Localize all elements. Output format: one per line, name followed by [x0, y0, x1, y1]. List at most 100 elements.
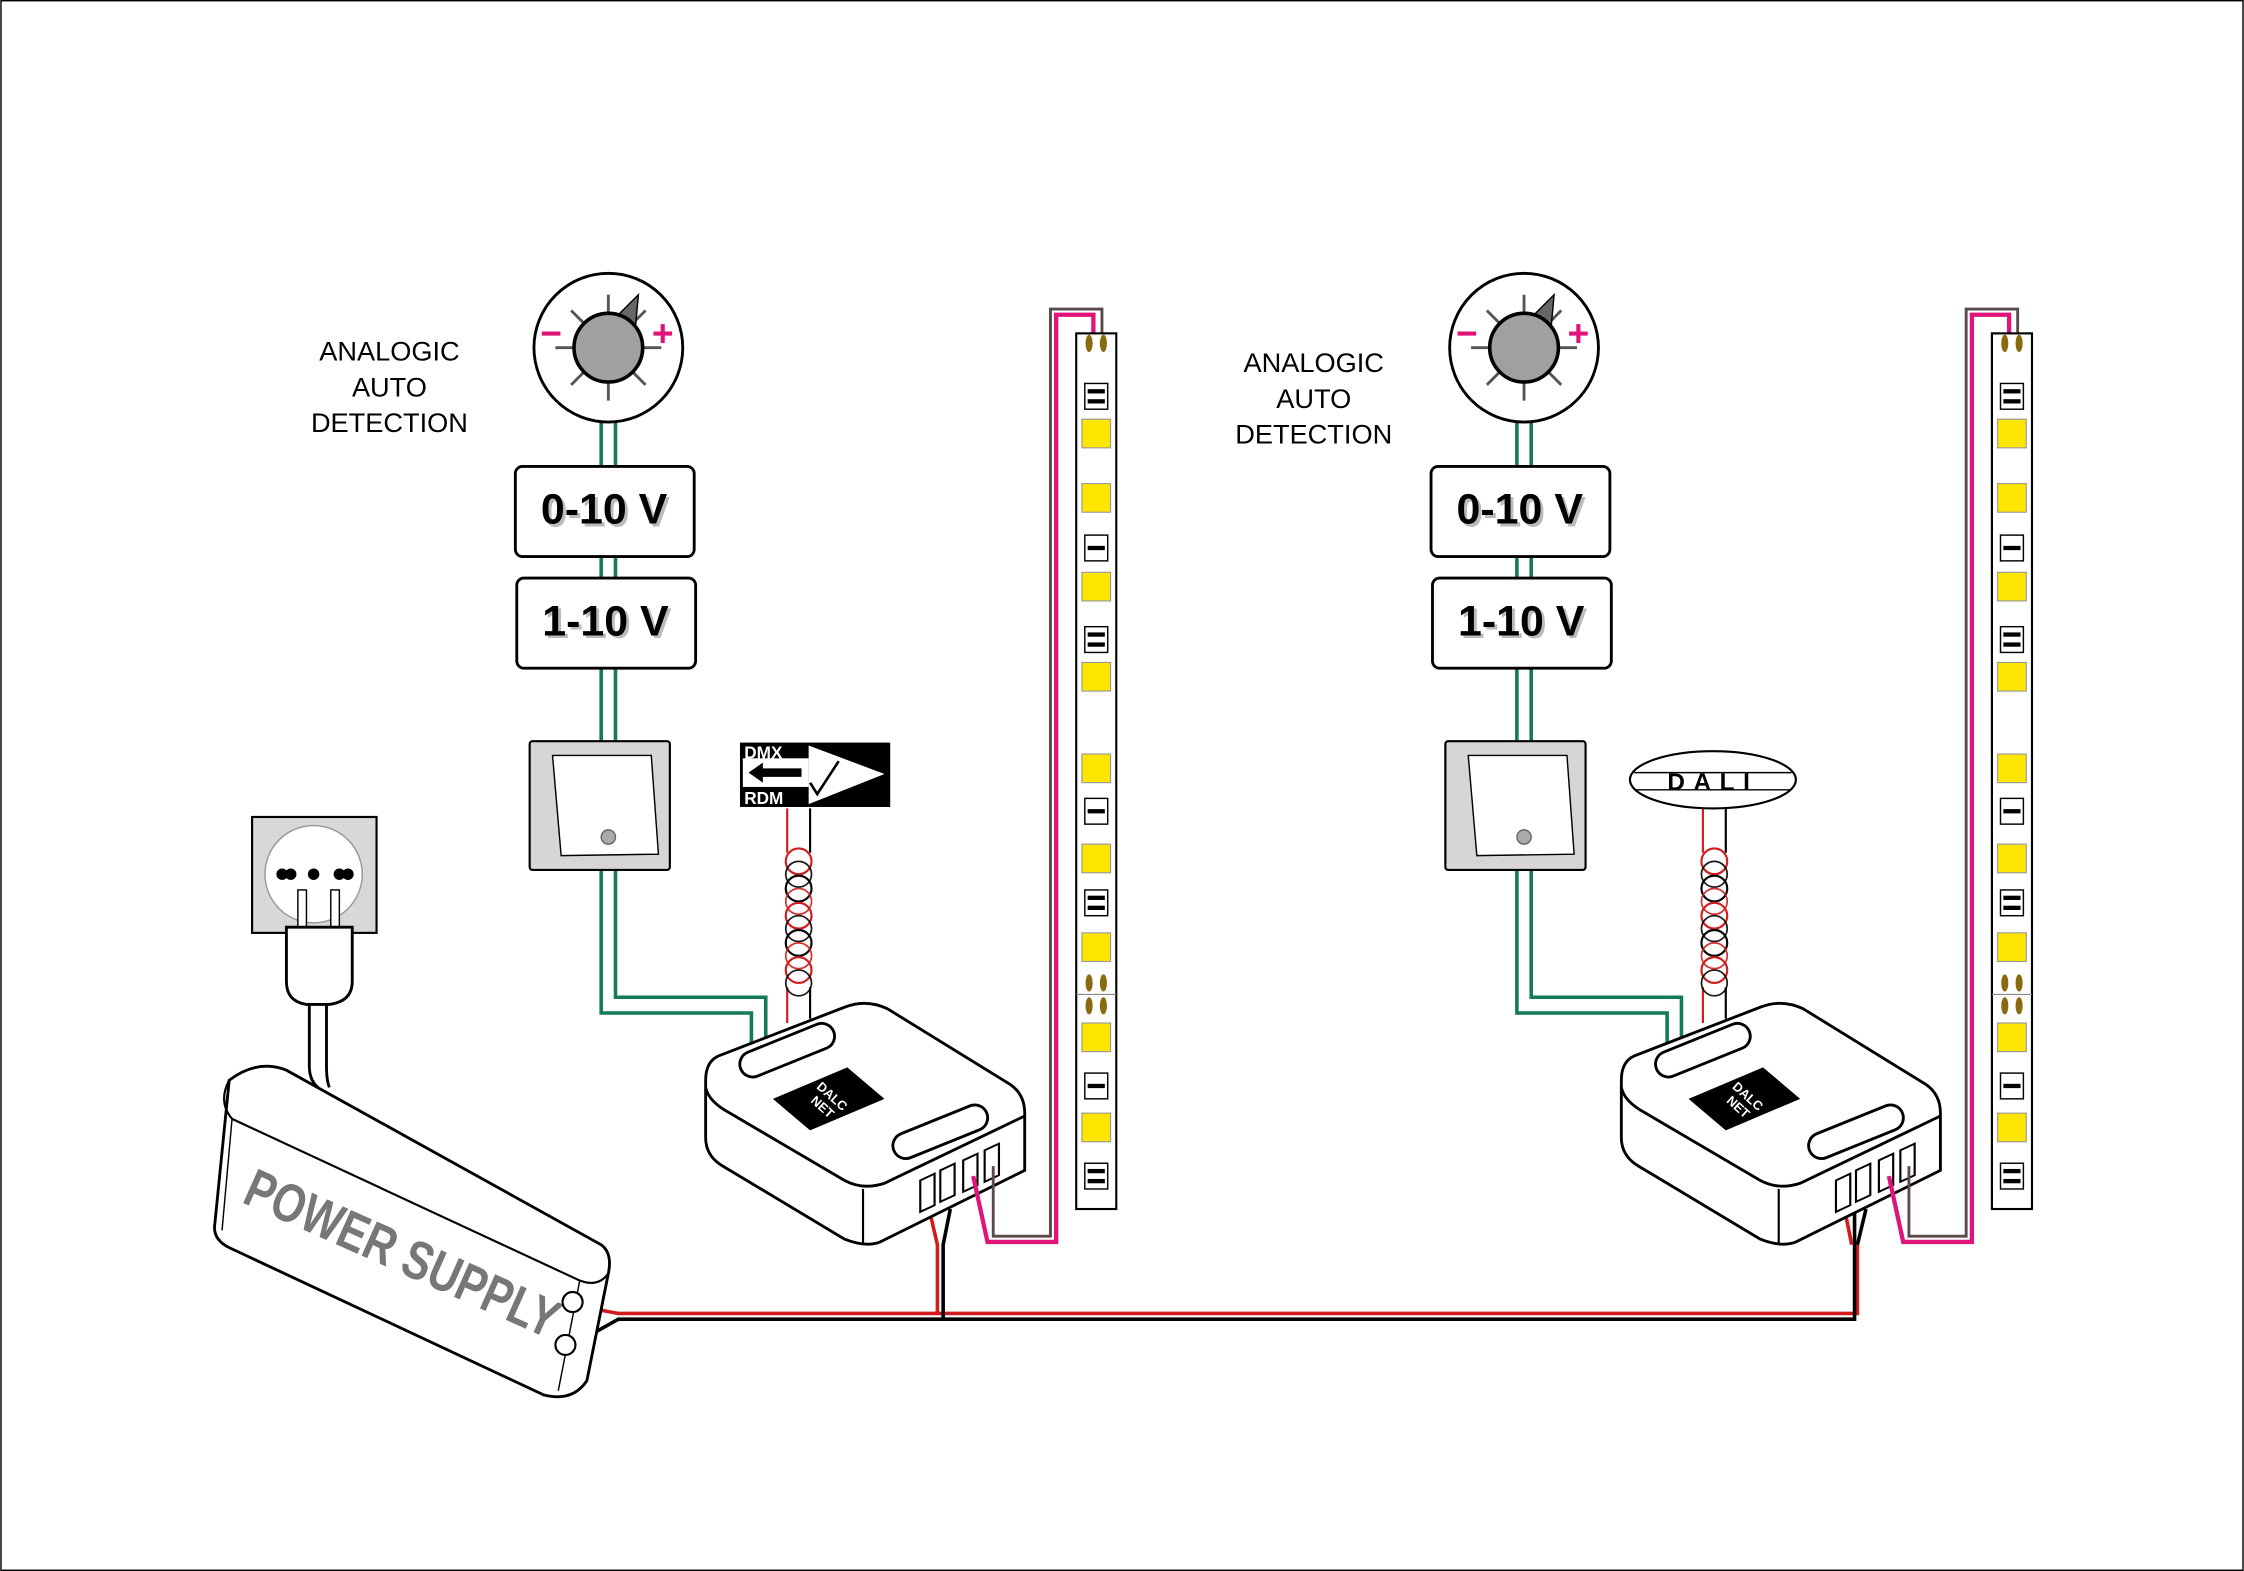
resistor: [1999, 889, 2025, 917]
label-line: ANALOGIC: [1244, 347, 1384, 378]
solder-pad: [2001, 974, 2009, 992]
solder-pad: [2015, 974, 2023, 992]
led-chip: [1081, 418, 1112, 449]
signal-box-0-10v: 0-10 V 0-10 V: [1429, 465, 1612, 559]
led-chip: [1081, 571, 1112, 602]
knob: [572, 311, 645, 384]
label-line: AUTO: [352, 371, 427, 402]
push-switch: [528, 740, 671, 871]
terminal-2: [939, 1162, 956, 1204]
signal-label: 0-10 V: [541, 486, 668, 534]
rdm-text: RDM: [744, 788, 783, 808]
knob: [1487, 311, 1561, 384]
signal-box-1-10v: 1-10 V 1-10 V: [1431, 576, 1613, 670]
led-chip: [1081, 843, 1112, 874]
label-line: DETECTION: [1235, 419, 1392, 450]
signal-label-shadow: 0-10 V: [544, 489, 671, 537]
solder-pad: [1085, 997, 1093, 1015]
terminal-1: [919, 1172, 936, 1214]
terminal-2: [1854, 1162, 1872, 1204]
solder-pad: [1099, 974, 1107, 992]
solder-pad: [2015, 334, 2023, 352]
analogic-auto-detection-label: ANALOGIC AUTO DETECTION: [1235, 347, 1392, 450]
led-chip: [1997, 1022, 2027, 1053]
label-line: DETECTION: [311, 407, 468, 438]
push-switch: [1444, 740, 1587, 871]
led-chip: [1081, 1022, 1112, 1053]
resistor: [1999, 382, 2025, 410]
led-chip: [1081, 932, 1112, 963]
bus-twisted-cable: [1700, 808, 1729, 1024]
dmx-rdm-logo: DMX RDM: [739, 742, 891, 808]
resistor: [1999, 625, 2025, 654]
signal-label: 1-10 V: [542, 597, 669, 645]
brand-plate: [1688, 1067, 1801, 1131]
minus-sign: −: [540, 312, 562, 354]
power-plug: [284, 889, 354, 1089]
ch2-negative-feed: [1855, 1208, 1868, 1246]
plus-sign: +: [652, 312, 674, 354]
led-chip: [1997, 1112, 2027, 1143]
resistor: [1084, 889, 1109, 917]
arrow-left-icon: [748, 762, 802, 783]
wall-socket: [251, 815, 378, 934]
solder-pad: [1099, 334, 1107, 352]
signal-box-0-10v: 0-10 V 0-10 V: [513, 465, 696, 559]
solder-pad: [1085, 334, 1093, 352]
led-positive-wire: [971, 312, 1096, 1245]
bus-twisted-cable: [784, 808, 813, 1024]
brand-plate: [772, 1067, 885, 1131]
signal-box-1-10v: 1-10 V 1-10 V: [515, 576, 698, 670]
solder-pad: [1085, 974, 1093, 992]
solder-pad: [2001, 997, 2009, 1015]
led-positive-wire: [1886, 312, 2012, 1245]
ch1-negative-feed: [941, 1208, 953, 1320]
led-negative-wire: [1907, 307, 2020, 1238]
label-line: AUTO: [1276, 383, 1351, 414]
led-chip: [1997, 932, 2027, 963]
led-negative-wire: [991, 307, 1104, 1238]
terminal-1: [1834, 1172, 1852, 1214]
label-line: ANALOGIC: [319, 336, 459, 367]
resistor: [1999, 1162, 2025, 1190]
resistor: [1084, 1162, 1109, 1190]
led-chip: [1081, 753, 1112, 784]
led-chip: [1081, 483, 1112, 513]
control-wire: [599, 422, 768, 1045]
led-chip: [1997, 753, 2027, 784]
dalcnet-controller: DALC NET: [1619, 1001, 1942, 1246]
ps-output-terminal-positive: [561, 1290, 584, 1314]
led-chip: [1997, 661, 2027, 692]
led-strip: [1990, 332, 2034, 1211]
signal-label-shadow: 1-10 V: [1461, 600, 1588, 648]
led-chip: [1081, 1112, 1112, 1143]
analogic-auto-detection-label: ANALOGIC AUTO DETECTION: [311, 336, 468, 439]
checkmark-icon: [808, 760, 840, 797]
potentiometer: −+: [532, 271, 685, 424]
control-wire: [1515, 422, 1684, 1045]
led-chip: [1997, 483, 2027, 513]
dalcnet-controller: DALC NET: [704, 1001, 1027, 1246]
resistor: [1084, 382, 1109, 410]
dali-text: DALI: [1667, 769, 1758, 796]
led-chip: [1997, 418, 2027, 449]
ps-output-terminal-negative: [554, 1333, 577, 1357]
solder-pad: [2015, 997, 2023, 1015]
potentiometer: −+: [1448, 271, 1600, 424]
led-chip: [1081, 661, 1112, 692]
signal-label-shadow: 1-10 V: [545, 600, 672, 648]
dmx-text: DMX: [744, 742, 783, 762]
plus-sign: +: [1568, 312, 1590, 354]
solder-pad: [1099, 997, 1107, 1015]
signal-label-shadow: 0-10 V: [1459, 489, 1586, 537]
channel-2: ANALOGIC AUTO DETECTION −+ 0-10 V 0-10 V 1-…: [1235, 271, 2034, 1246]
signal-label: 0-10 V: [1457, 486, 1584, 534]
led-chip: [1997, 571, 2027, 602]
led-strip: [1075, 332, 1118, 1211]
signal-label: 1-10 V: [1458, 597, 1585, 645]
resistor: [1084, 625, 1109, 654]
